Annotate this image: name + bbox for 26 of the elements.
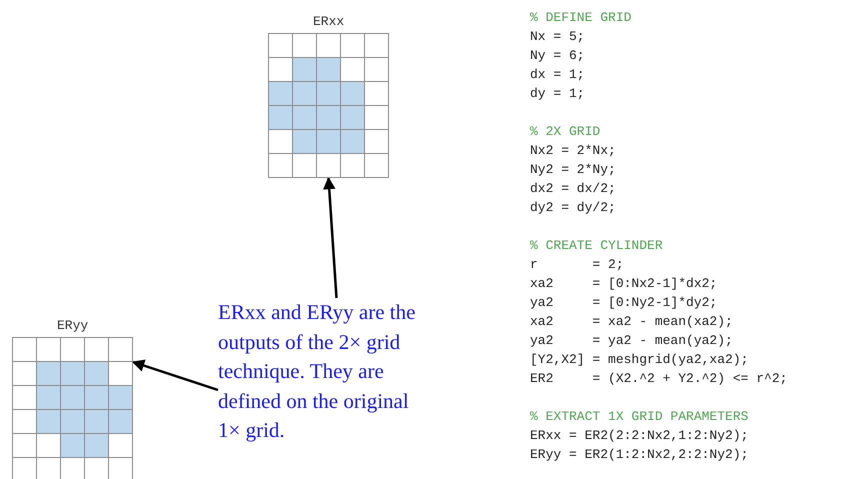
- code-comment: % 2X GRID: [530, 124, 600, 140]
- arrow: [132, 360, 218, 392]
- code-line: Nx2 = 2*Nx;: [530, 143, 616, 159]
- code-line: ER2 = (X2.^2 + Y2.^2) <= r^2;: [530, 371, 788, 387]
- code-line: [Y2,X2] = meshgrid(ya2,xa2);: [530, 352, 748, 368]
- code-line: xa2 = xa2 - mean(xa2);: [530, 314, 733, 330]
- code-line: dy = 1;: [530, 86, 585, 102]
- code-line: xa2 = [0:Nx2-1]*dx2;: [530, 276, 718, 292]
- code-line: ya2 = [0:Ny2-1]*dy2;: [530, 295, 718, 311]
- code-comment: % EXTRACT 1X GRID PARAMETERS: [530, 409, 748, 425]
- code-comment: % CREATE CYLINDER: [530, 238, 663, 254]
- arrow: [323, 176, 338, 298]
- grid-title: ERyy: [57, 318, 88, 334]
- code-line: ERyy = ER2(1:2:Nx2,2:2:Ny2);: [530, 447, 748, 463]
- code-line: Nx = 5;: [530, 29, 585, 45]
- code-line: ERxx = ER2(2:2:Nx2,1:2:Ny2);: [530, 428, 748, 444]
- code-line: dx2 = dx/2;: [530, 181, 616, 197]
- code-comment: % DEFINE GRID: [530, 10, 632, 26]
- code-line: Ny = 6;: [530, 48, 585, 64]
- annotation-text: ERxx and ERyy are the outputs of the 2× grid technique. They are defined on the original 1× grid.: [218, 298, 428, 446]
- code-line: dx = 1;: [530, 67, 585, 83]
- code-line: dy2 = dy/2;: [530, 200, 616, 216]
- code-line: Ny2 = 2*Ny;: [530, 162, 616, 178]
- grid-title: ERxx: [313, 14, 344, 30]
- code-line: r = 2;: [530, 257, 624, 273]
- code-line: ya2 = ya2 - mean(ya2);: [530, 333, 733, 349]
